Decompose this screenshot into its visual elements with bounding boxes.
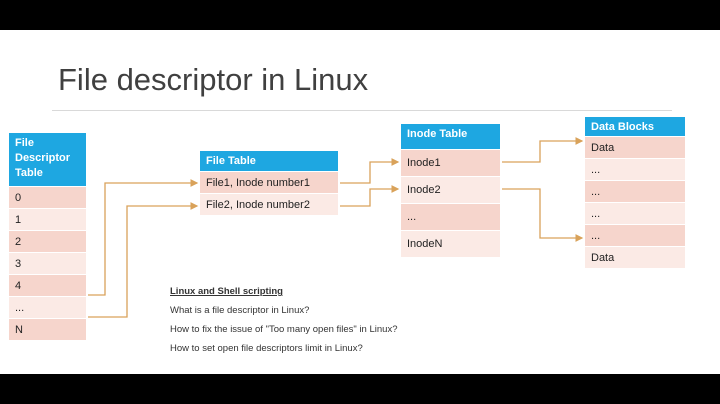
arrow-fd-to-file2 [88, 202, 199, 318]
data-block-row: ... [585, 158, 685, 180]
file-table: File Table File1, Inode number1 File2, I… [200, 151, 338, 215]
slide: File descriptor in Linux File Descriptor… [0, 30, 720, 374]
data-blocks-table: Data Blocks Data ... ... ... ... Data [585, 117, 685, 268]
connector-arrows [88, 137, 584, 318]
arrow-inode1-to-data [502, 137, 584, 163]
page-title: File descriptor in Linux [58, 62, 369, 97]
data-block-row: ... [585, 202, 685, 224]
data-blocks-header: Data Blocks [585, 117, 685, 136]
notes-item: How to set open file descriptors limit i… [170, 343, 363, 354]
fd-table: File Descriptor Table 0 1 2 3 4 ... N [9, 133, 86, 340]
fd-row: N [9, 318, 86, 340]
notes: Linux and Shell scripting What is a file… [170, 286, 397, 362]
file-table-row: File2, Inode number2 [200, 193, 338, 215]
inode-row: Inode2 [401, 176, 500, 203]
title-divider [52, 110, 672, 111]
file-table-row: File1, Inode number1 [200, 171, 338, 193]
fd-row: 3 [9, 252, 86, 274]
inode-table-header: Inode Table [401, 124, 500, 149]
data-block-row: ... [585, 224, 685, 246]
arrow-inode2-to-block [502, 188, 584, 242]
inode-row: ... [401, 203, 500, 230]
fd-row: 0 [9, 186, 86, 208]
data-block-row: Data [585, 246, 685, 268]
fd-row: 1 [9, 208, 86, 230]
arrow-fd4-to-file1 [88, 179, 199, 296]
notes-heading: Linux and Shell scripting [170, 286, 283, 297]
fd-table-header: File Descriptor Table [9, 133, 86, 186]
notes-item: What is a file descriptor in Linux? [170, 305, 310, 316]
fd-row: ... [9, 296, 86, 318]
data-block-row: ... [585, 180, 685, 202]
inode-table: Inode Table Inode1 Inode2 ... InodeN [401, 124, 500, 257]
arrow-file2-to-inode2 [340, 185, 400, 207]
fd-row: 2 [9, 230, 86, 252]
inode-row: Inode1 [401, 149, 500, 176]
file-table-header: File Table [200, 151, 338, 171]
arrow-file1-to-inode1 [340, 158, 400, 184]
fd-row: 4 [9, 274, 86, 296]
inode-row: InodeN [401, 230, 500, 257]
notes-item: How to fix the issue of "Too many open f… [170, 324, 398, 335]
data-block-row: Data [585, 136, 685, 158]
